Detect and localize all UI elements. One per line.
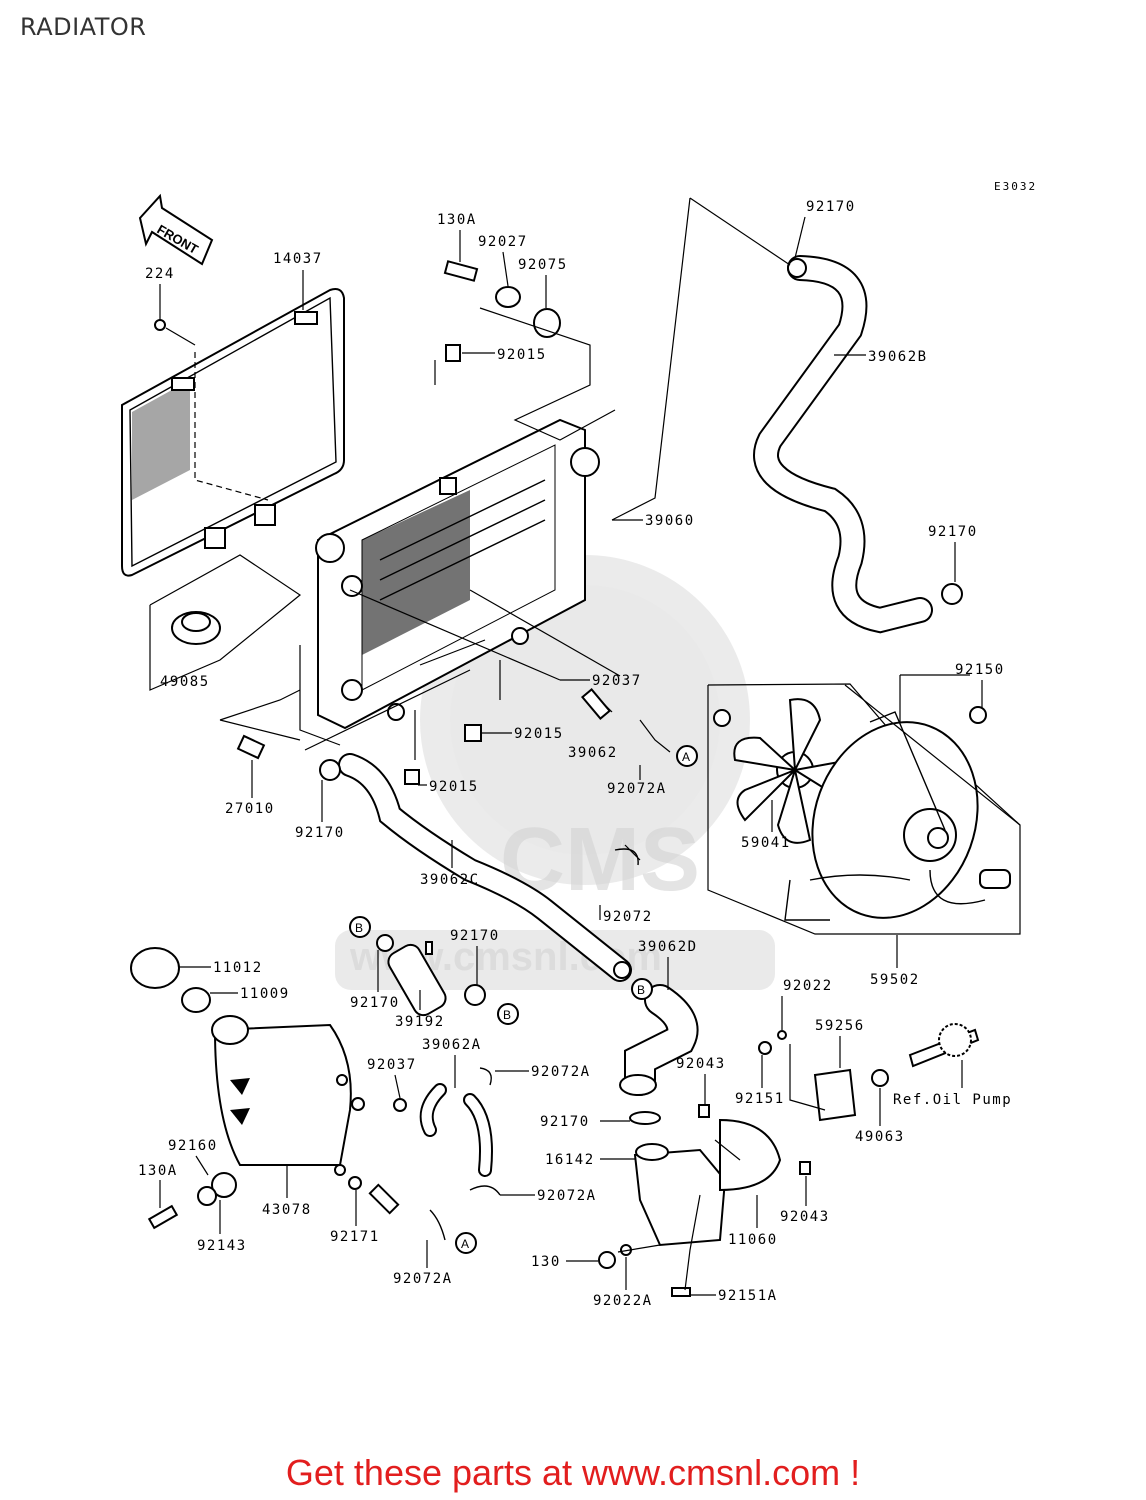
part-label-11012: 11012 bbox=[213, 960, 263, 976]
part-label-92170-left: 92170 bbox=[295, 825, 345, 841]
part-label-92151: 92151 bbox=[735, 1091, 785, 1107]
part-label-92170-d: 92170 bbox=[540, 1114, 590, 1130]
part-label-130A: 130A bbox=[437, 212, 477, 228]
part-label-39062A: 39062A bbox=[422, 1037, 482, 1053]
part-label-92072A-b: 92072A bbox=[537, 1188, 597, 1204]
diagram-code: E3032 bbox=[994, 180, 1037, 193]
part-label-92037-low: 92037 bbox=[367, 1057, 417, 1073]
part-label-59256: 59256 bbox=[815, 1018, 865, 1034]
part-label-39062D: 39062D bbox=[638, 939, 698, 955]
part-label-92072: 92072 bbox=[603, 909, 653, 925]
cta-link[interactable]: Get these parts at www.cmsnl.com ! bbox=[285, 1452, 861, 1493]
marker-b-3: B bbox=[631, 978, 653, 1000]
svg-text:A: A bbox=[682, 750, 690, 764]
part-label-39192: 39192 bbox=[395, 1014, 445, 1030]
part-label-92143: 92143 bbox=[197, 1238, 247, 1254]
fan-motor-shroud bbox=[784, 711, 1011, 921]
part-label-16142: 16142 bbox=[545, 1152, 595, 1168]
front-arrow-icon: FRONT bbox=[138, 193, 214, 266]
part-label-92027: 92027 bbox=[478, 234, 528, 250]
thermo-switch bbox=[219, 689, 301, 760]
part-label-49085: 49085 bbox=[160, 674, 210, 690]
part-label-92171: 92171 bbox=[330, 1229, 380, 1245]
part-label-14037: 14037 bbox=[273, 251, 323, 267]
part-label-39060: 39060 bbox=[645, 513, 695, 529]
lower-hose bbox=[319, 753, 632, 982]
part-label-92170-right: 92170 bbox=[928, 524, 978, 540]
part-label-92015-low: 92015 bbox=[429, 779, 479, 795]
part-label-92015-mid: 92015 bbox=[514, 726, 564, 742]
part-label-39062C: 39062C bbox=[420, 872, 480, 888]
part-label-130A-low: 130A bbox=[138, 1163, 178, 1179]
marker-b-1: B bbox=[349, 916, 371, 938]
page-title: RADIATOR bbox=[20, 13, 147, 41]
upper-hose bbox=[611, 197, 963, 634]
part-label-92170-c: 92170 bbox=[350, 995, 400, 1011]
part-label-92043-low: 92043 bbox=[780, 1209, 830, 1225]
svg-text:B: B bbox=[637, 983, 645, 997]
marker-b-2: B bbox=[497, 1003, 519, 1025]
water-pump bbox=[598, 1104, 811, 1297]
part-label-11060: 11060 bbox=[728, 1232, 778, 1248]
part-label-130: 130 bbox=[531, 1254, 561, 1270]
fan-blade-icon bbox=[713, 698, 854, 844]
part-label-ref-oil-pump: Ref.Oil Pump bbox=[893, 1092, 1012, 1108]
part-label-92150: 92150 bbox=[955, 662, 1005, 678]
radiator-cap bbox=[149, 554, 302, 691]
radiator-screen bbox=[121, 288, 345, 577]
part-label-224: 224 bbox=[145, 266, 175, 282]
part-label-27010: 27010 bbox=[225, 801, 275, 817]
pipe-39192 bbox=[376, 934, 486, 1017]
part-label-92072A-mid: 92072A bbox=[607, 781, 667, 797]
part-label-43078: 43078 bbox=[262, 1202, 312, 1218]
hose-39062D bbox=[619, 984, 699, 1125]
svg-text:B: B bbox=[355, 921, 363, 935]
part-label-92015: 92015 bbox=[497, 347, 547, 363]
svg-text:A: A bbox=[461, 1237, 469, 1251]
part-label-92151A: 92151A bbox=[718, 1288, 778, 1304]
marker-a-1: A bbox=[676, 745, 698, 767]
part-label-39062: 39062 bbox=[568, 745, 618, 761]
part-label-92075: 92075 bbox=[518, 257, 568, 273]
part-label-92022A: 92022A bbox=[593, 1293, 653, 1309]
impeller-shaft bbox=[758, 1023, 980, 1122]
leader-lines bbox=[299, 589, 1021, 1161]
part-label-49063: 49063 bbox=[855, 1129, 905, 1145]
part-label-59502: 59502 bbox=[870, 972, 920, 988]
part-label-11009: 11009 bbox=[240, 986, 290, 1002]
hose-39062A bbox=[348, 1067, 501, 1241]
part-label-92022: 92022 bbox=[783, 978, 833, 994]
part-label-92072A-c: 92072A bbox=[393, 1271, 453, 1287]
part-label-59041: 59041 bbox=[741, 835, 791, 851]
part-label-92170-top: 92170 bbox=[806, 199, 856, 215]
marker-a-2: A bbox=[455, 1232, 477, 1254]
part-labels: 130A 92027 92075 92015 14037 224 92170 3… bbox=[138, 199, 1012, 1309]
reservoir-tank bbox=[130, 947, 365, 1176]
fan-assembly bbox=[707, 674, 1021, 935]
part-label-92072A-low: 92072A bbox=[531, 1064, 591, 1080]
part-label-39062B: 39062B bbox=[868, 349, 928, 365]
part-label-92170-b: 92170 bbox=[450, 928, 500, 944]
part-label-92043-top: 92043 bbox=[676, 1056, 726, 1072]
part-label-92160: 92160 bbox=[168, 1138, 218, 1154]
part-label-92037-mid: 92037 bbox=[592, 673, 642, 689]
top-fittings bbox=[434, 260, 616, 441]
svg-text:B: B bbox=[503, 1008, 511, 1022]
